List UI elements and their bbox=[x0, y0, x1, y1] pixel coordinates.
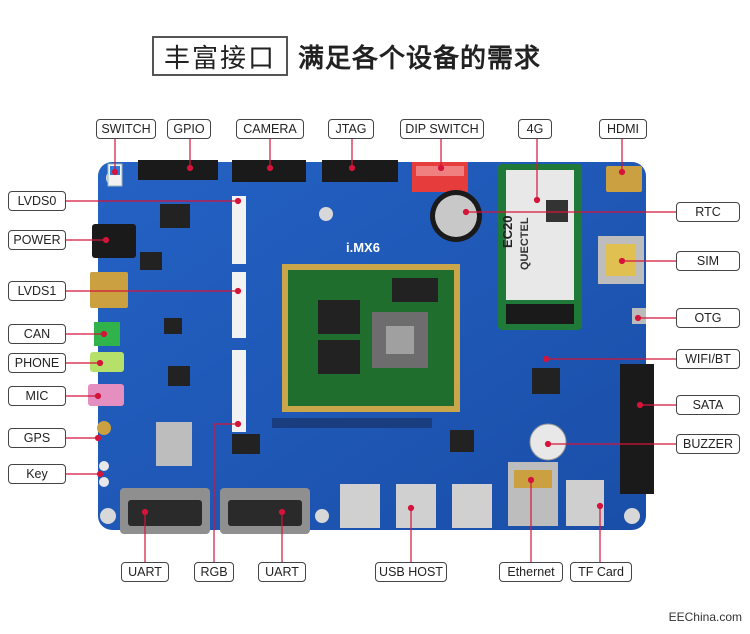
modem-brand: QUECTEL bbox=[519, 217, 531, 270]
otg-port bbox=[632, 308, 646, 324]
credit-text: EEChina.com bbox=[668, 610, 742, 624]
jtag-header bbox=[322, 160, 398, 182]
phone-jack bbox=[90, 352, 124, 372]
lvds0-connector bbox=[232, 196, 246, 264]
label-ethernet: Ethernet bbox=[499, 562, 563, 582]
modem-label: EC20 bbox=[500, 215, 515, 248]
mount-hole bbox=[624, 508, 640, 524]
tf-card-slot bbox=[566, 480, 604, 526]
label-rgb: RGB bbox=[194, 562, 234, 582]
label-buzzer: BUZZER bbox=[676, 434, 740, 454]
usb-port bbox=[452, 484, 492, 528]
title-main: 满足各个设备的需求 bbox=[298, 43, 542, 74]
can-terminal bbox=[94, 322, 120, 346]
label-wifi-bt: WIFI/BT bbox=[676, 349, 740, 369]
label-power: POWER bbox=[8, 230, 66, 250]
label-tf-card: TF Card bbox=[570, 562, 632, 582]
usb-port bbox=[396, 484, 436, 528]
power-jack bbox=[92, 224, 136, 258]
key-button bbox=[99, 477, 109, 487]
key-button bbox=[99, 461, 109, 471]
label-phone: PHONE bbox=[8, 353, 66, 373]
mount-hole bbox=[315, 509, 329, 523]
gps-module bbox=[156, 422, 192, 466]
label-lvds0: LVDS0 bbox=[8, 191, 66, 211]
label-rtc: RTC bbox=[676, 202, 740, 222]
label-uart-2: UART bbox=[258, 562, 306, 582]
wifi-chip bbox=[532, 368, 560, 394]
label-usb-host: USB HOST bbox=[375, 562, 447, 582]
camera-header bbox=[232, 160, 306, 182]
rgb-connector bbox=[232, 350, 246, 432]
label-gps: GPS bbox=[8, 428, 66, 448]
cpu-label: i.MX6 bbox=[346, 240, 380, 255]
usb-port bbox=[340, 484, 380, 528]
label-mic: MIC bbox=[8, 386, 66, 406]
label-camera: CAMERA bbox=[236, 119, 304, 139]
mount-hole bbox=[100, 508, 116, 524]
label-uart-1: UART bbox=[121, 562, 169, 582]
lvds1-connector bbox=[232, 272, 246, 338]
sata-connector bbox=[620, 364, 654, 494]
lvds1-port bbox=[90, 272, 128, 308]
hdmi-port bbox=[606, 166, 642, 192]
title-boxed: 丰富接口 bbox=[152, 36, 288, 76]
label-4g: 4G bbox=[518, 119, 552, 139]
label-lvds1: LVDS1 bbox=[8, 281, 66, 301]
label-sim: SIM bbox=[676, 251, 740, 271]
buzzer-part bbox=[529, 423, 567, 461]
label-jtag: JTAG bbox=[328, 119, 374, 139]
label-hdmi: HDMI bbox=[599, 119, 647, 139]
gpio-header bbox=[138, 160, 218, 180]
mount-hole bbox=[319, 207, 333, 221]
label-dip-switch: DIP SWITCH bbox=[400, 119, 484, 139]
gps-connector bbox=[97, 421, 111, 435]
label-can: CAN bbox=[8, 324, 66, 344]
label-switch: SWITCH bbox=[96, 119, 156, 139]
mic-jack bbox=[88, 384, 124, 406]
label-otg: OTG bbox=[676, 308, 740, 328]
label-key: Key bbox=[8, 464, 66, 484]
label-sata: SATA bbox=[676, 395, 740, 415]
label-gpio: GPIO bbox=[167, 119, 211, 139]
